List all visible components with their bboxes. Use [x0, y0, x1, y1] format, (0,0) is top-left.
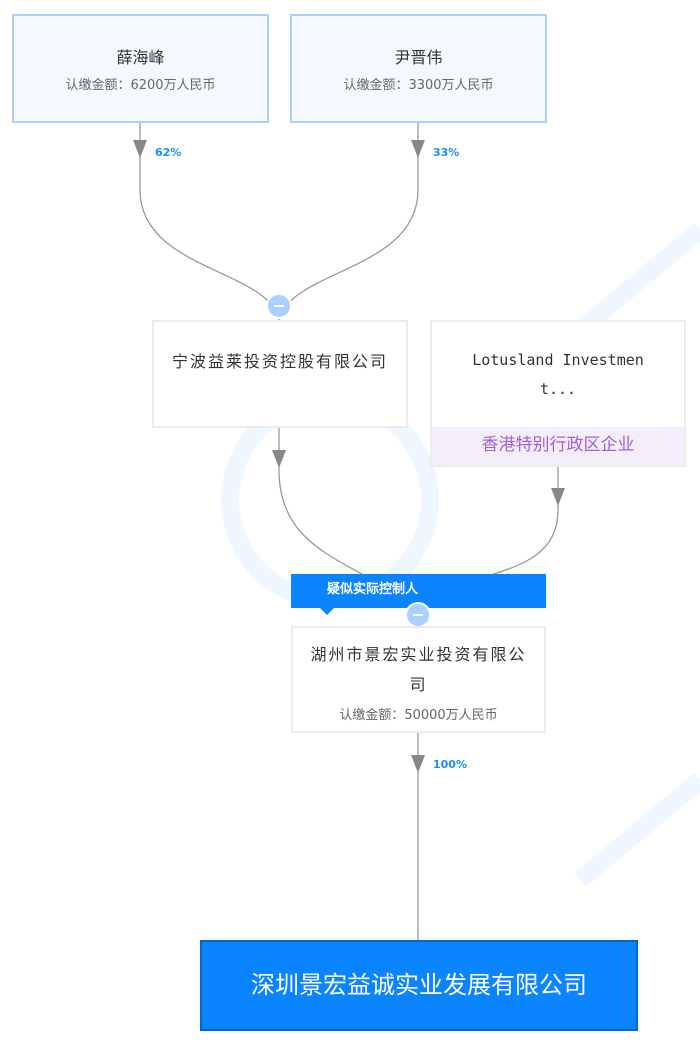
shareholder-node[interactable]: 尹晋伟 认缴金额：3300万人民币 [290, 14, 547, 123]
share-percent: 33% [433, 146, 460, 159]
target-company-node[interactable]: 深圳景宏益诚实业发展有限公司 [200, 940, 638, 1031]
label-pointer [320, 608, 334, 622]
company-amount: 认缴金额：50000万人民币 [339, 708, 498, 723]
collapse-icon[interactable] [405, 602, 431, 628]
company-name: 宁波益莱投资控股有限公司 [171, 352, 388, 371]
company-node[interactable]: Lotusland Investment... 香港特别行政区企业 [430, 320, 686, 467]
share-percent: 100% [433, 758, 467, 771]
company-node[interactable]: 宁波益莱投资控股有限公司 [152, 320, 408, 428]
shareholder-name: 薛海峰 [116, 48, 165, 67]
share-percent: 62% [155, 146, 182, 159]
shareholder-amount: 认缴金额：3300万人民币 [343, 78, 494, 93]
shareholder-name: 尹晋伟 [394, 48, 443, 67]
company-name: 湖州市景宏实业投资有限公司 [310, 645, 527, 694]
collapse-icon[interactable] [266, 293, 292, 319]
shareholder-amount: 认缴金额：6200万人民币 [65, 78, 216, 93]
shareholder-node[interactable]: 薛海峰 认缴金额：6200万人民币 [12, 14, 269, 123]
company-name: Lotusland Investment... [472, 351, 644, 398]
parent-company-node[interactable]: 湖州市景宏实业投资有限公司 认缴金额：50000万人民币 [291, 626, 546, 733]
region-tag: 香港特别行政区企业 [432, 427, 684, 465]
